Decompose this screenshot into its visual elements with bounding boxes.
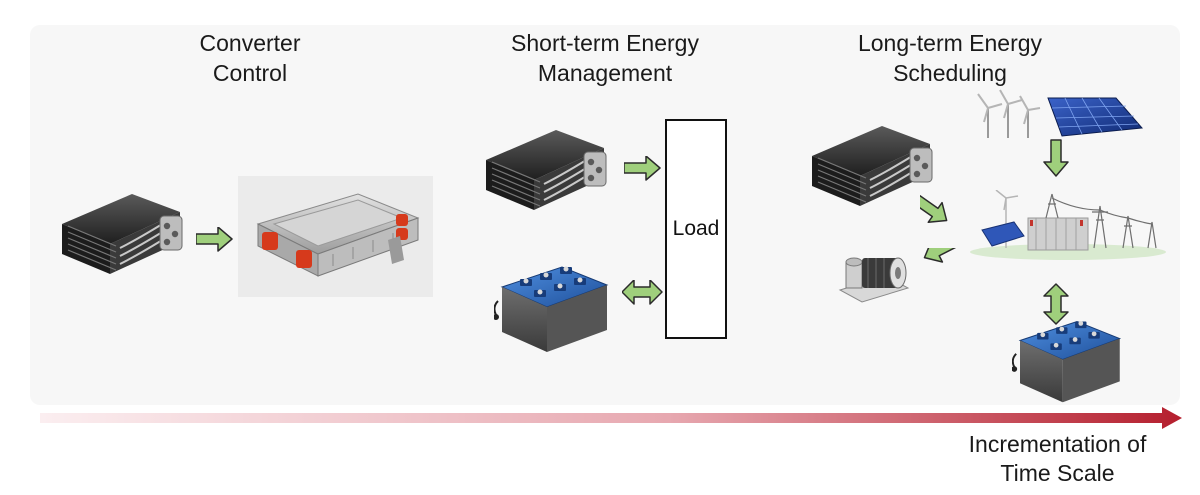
time-scale-label: Incrementation of Time Scale <box>968 431 1147 486</box>
wind-turbine-icon <box>977 89 1041 138</box>
down-arrow-icon <box>1043 139 1069 177</box>
short-term-management-title: Short-term Energy Management <box>511 30 699 86</box>
diagonal-arrow-icon <box>920 189 955 226</box>
converter-control-title: Converter Control <box>199 30 301 86</box>
battery-bank-icon <box>494 265 608 353</box>
generator-icon <box>838 257 910 303</box>
converter-image-frame <box>238 176 433 297</box>
solar-panel-icon <box>1047 97 1144 137</box>
power-grid-icon <box>970 190 1166 260</box>
long-term-scheduling-title: Long-term Energy Scheduling <box>857 30 1043 86</box>
battery-bank-icon <box>1012 320 1121 404</box>
power-converter-icon <box>256 193 420 277</box>
right-arrow-icon <box>624 156 661 181</box>
load-box: Load <box>665 119 727 339</box>
fuel-cell-stack-icon <box>486 129 607 211</box>
bidirectional-arrow-icon <box>622 280 663 305</box>
fuel-cell-stack-icon <box>62 193 183 275</box>
diagonal-arrow-icon <box>918 248 963 270</box>
right-arrow-icon <box>196 227 233 252</box>
diagram-background <box>30 25 1180 405</box>
load-label: Load <box>672 217 720 240</box>
time-scale-arrow <box>40 407 1182 429</box>
